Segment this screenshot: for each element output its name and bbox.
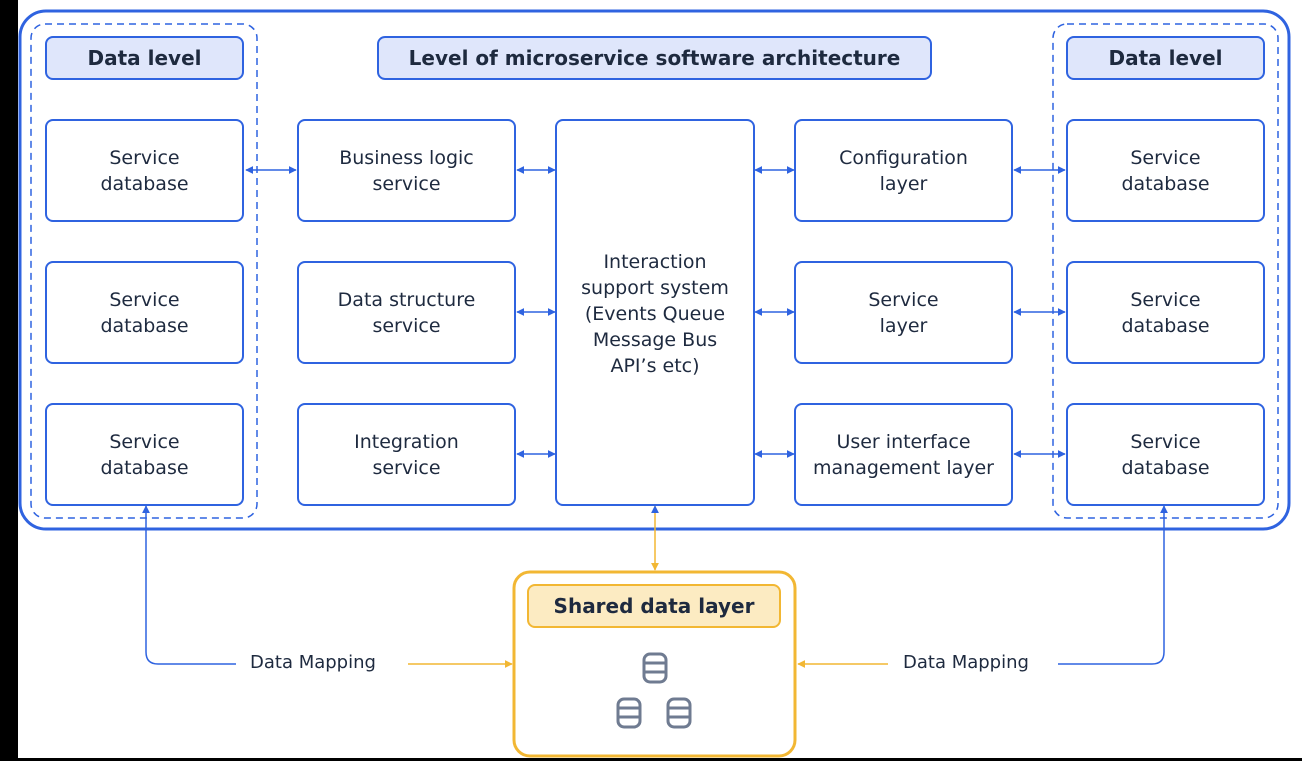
service-database-label: Service bbox=[1130, 288, 1201, 311]
database-icon bbox=[642, 652, 668, 684]
layer-label: Service bbox=[868, 288, 939, 311]
data-mapping-label-right: Data Mapping bbox=[903, 652, 1029, 673]
service-label: Data structure bbox=[337, 288, 476, 311]
service-database-label: Service bbox=[1130, 430, 1201, 453]
layer-label: management layer bbox=[813, 456, 994, 479]
interaction-label: support system bbox=[581, 277, 729, 299]
architecture-title: Level of microservice software architect… bbox=[377, 36, 932, 80]
service-database-left-3: Service database bbox=[45, 403, 244, 506]
database-icon bbox=[616, 697, 642, 729]
service-label: service bbox=[372, 172, 441, 195]
data-level-group-left bbox=[30, 23, 258, 519]
interaction-label: (Events Queue bbox=[584, 303, 726, 325]
interaction-support-system: Interaction support system (Events Queue… bbox=[555, 119, 755, 506]
service-database-right-3: Service database bbox=[1066, 403, 1265, 506]
service-label: service bbox=[372, 456, 441, 479]
mapping-line-left bbox=[142, 505, 236, 665]
layer-label: layer bbox=[879, 172, 928, 195]
service-database-right-2: Service database bbox=[1066, 261, 1265, 364]
business-logic-service: Business logic service bbox=[297, 119, 516, 222]
service-database-right-1: Service database bbox=[1066, 119, 1265, 222]
service-database-left-2: Service database bbox=[45, 261, 244, 364]
data-mapping-label-left: Data Mapping bbox=[250, 652, 376, 673]
interaction-label: Message Bus bbox=[592, 329, 718, 351]
service-label: service bbox=[372, 314, 441, 337]
interaction-label: Interaction bbox=[603, 251, 707, 273]
data-level-group-right bbox=[1052, 23, 1279, 519]
layer-label: User interface bbox=[836, 430, 971, 453]
service-database-label: database bbox=[100, 172, 189, 195]
database-icon bbox=[666, 697, 692, 729]
service-database-left-1: Service database bbox=[45, 119, 244, 222]
service-database-label: database bbox=[1121, 456, 1210, 479]
shared-data-layer-title: Shared data layer bbox=[527, 584, 781, 628]
service-label: Business logic bbox=[339, 146, 474, 169]
service-layer: Service layer bbox=[794, 261, 1013, 364]
service-database-label: Service bbox=[1130, 146, 1201, 169]
interaction-label: API’s etc) bbox=[610, 355, 700, 377]
service-database-label: database bbox=[100, 456, 189, 479]
service-database-label: Service bbox=[109, 146, 180, 169]
data-level-label-left: Data level bbox=[45, 36, 244, 80]
service-database-label: database bbox=[100, 314, 189, 337]
service-database-label: database bbox=[1121, 314, 1210, 337]
service-label: Integration bbox=[354, 430, 459, 453]
layer-label: Configuration bbox=[839, 146, 968, 169]
service-database-label: Service bbox=[109, 288, 180, 311]
mapping-line-right bbox=[1058, 505, 1168, 665]
service-database-label: database bbox=[1121, 172, 1210, 195]
configuration-layer: Configuration layer bbox=[794, 119, 1013, 222]
service-database-label: Service bbox=[109, 430, 180, 453]
integration-service: Integration service bbox=[297, 403, 516, 506]
user-interface-management-layer: User interface management layer bbox=[794, 403, 1013, 506]
data-structure-service: Data structure service bbox=[297, 261, 516, 364]
layer-label: layer bbox=[879, 314, 928, 337]
data-level-label-right: Data level bbox=[1066, 36, 1265, 80]
